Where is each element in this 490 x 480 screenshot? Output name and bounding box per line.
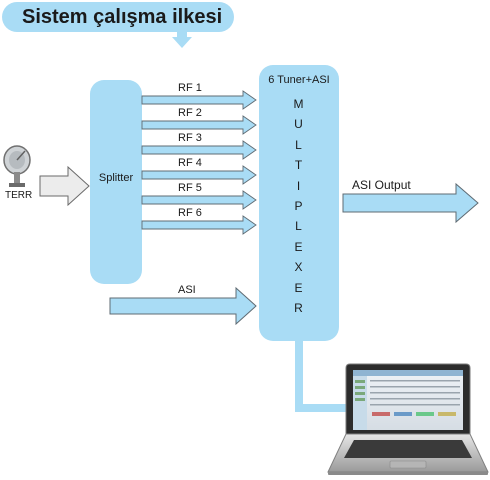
multiplexer-box: 6 Tuner+ASI M U L T I P L E X E R — [259, 65, 339, 341]
mux-laptop-connector — [295, 338, 354, 412]
multiplexer-letter: T — [294, 158, 304, 173]
rf-arrow — [141, 90, 257, 110]
rf-arrow — [141, 215, 257, 235]
rf-arrow — [141, 190, 257, 210]
rf-5-label: RF 5 — [178, 182, 202, 194]
multiplexer-letters: M U L T I P L E X E R — [259, 94, 339, 318]
multiplexer-letter: U — [294, 117, 304, 132]
laptop-icon — [327, 363, 489, 475]
rf-2-label: RF 2 — [178, 107, 202, 119]
splitter-box: Splitter — [90, 80, 142, 284]
multiplexer-letter: P — [294, 198, 304, 213]
title-down-arrow — [172, 30, 192, 48]
multiplexer-letter: I — [296, 178, 302, 193]
splitter-label: Splitter — [98, 172, 134, 184]
multiplexer-letter: M — [293, 97, 305, 111]
terr-input-arrow — [39, 165, 90, 207]
rf-1-label: RF 1 — [178, 82, 202, 94]
rf-arrow — [141, 140, 257, 160]
asi-input-label: ASI — [178, 284, 196, 296]
rf-3-label: RF 3 — [178, 132, 202, 144]
title-banner: Sistem çalışma ilkesi — [2, 2, 234, 32]
satellite-dish-icon — [3, 145, 31, 187]
multiplexer-letter: X — [294, 260, 304, 275]
multiplexer-letter: E — [294, 239, 304, 254]
asi-output-arrow — [342, 182, 479, 224]
rf-6-label: RF 6 — [178, 207, 202, 219]
asi-input-arrow — [109, 286, 257, 326]
asi-output-label: ASI Output — [352, 178, 411, 192]
rf-arrow — [141, 115, 257, 135]
rf-arrow — [141, 165, 257, 185]
multiplexer-letter: E — [294, 280, 304, 295]
multiplexer-letter: L — [295, 219, 303, 234]
rf-4-label: RF 4 — [178, 157, 202, 169]
multiplexer-letter: R — [294, 300, 304, 315]
diagram-title: Sistem çalışma ilkesi — [22, 6, 223, 28]
multiplexer-title: 6 Tuner+ASI — [268, 74, 330, 86]
terr-label: TERR — [5, 190, 33, 201]
multiplexer-letter: L — [295, 137, 303, 152]
